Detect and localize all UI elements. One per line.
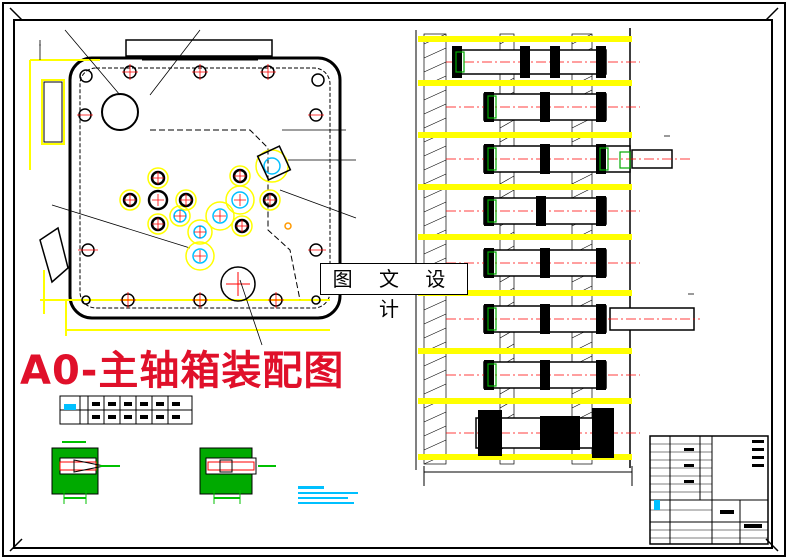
title-block — [649, 435, 769, 545]
housing-plan-view — [29, 29, 357, 346]
inner-border — [13, 19, 773, 549]
parameter-table — [59, 395, 193, 425]
drawing-title: A0-主轴箱装配图 — [20, 348, 345, 394]
section-detail-b — [199, 447, 276, 504]
technical-notes — [298, 486, 358, 504]
corner-marks — [9, 7, 779, 552]
section-detail-a — [51, 441, 120, 504]
shaft-cluster — [119, 145, 292, 271]
housing-inner — [79, 67, 331, 309]
oil-hole — [101, 93, 139, 131]
unfolded-section — [415, 28, 700, 486]
housing-outline — [68, 56, 342, 320]
watermark-label: 图 文 设 计 — [320, 263, 468, 321]
side-boss — [41, 79, 65, 145]
top-cover — [125, 39, 273, 57]
hole-centerlines — [77, 64, 326, 308]
